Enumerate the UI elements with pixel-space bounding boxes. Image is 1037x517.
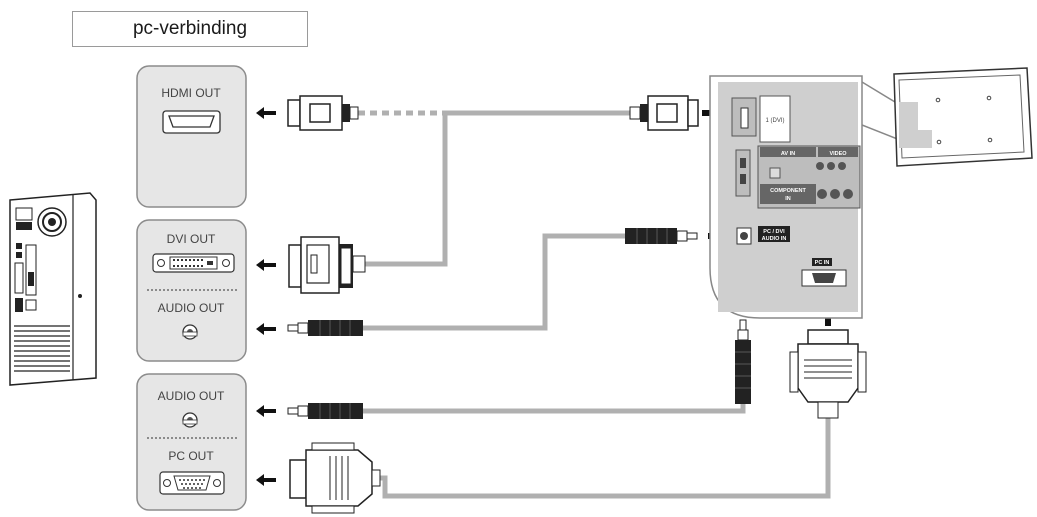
- arrow-left-vga: [256, 474, 276, 486]
- pc-tower: [9, 192, 97, 386]
- component-in-label-2: IN: [785, 196, 791, 202]
- diagram-title: pc-verbinding: [72, 11, 308, 47]
- dvi-out-label: DVI OUT: [167, 232, 216, 246]
- component-in-label-1: COMPONENT: [770, 188, 806, 194]
- left-arrows: [256, 107, 276, 486]
- vga-plug-left: [289, 442, 381, 514]
- cables: [358, 110, 831, 499]
- panel-dvi-audio: DVI OUT AUDIO OUT: [136, 219, 247, 362]
- vga-port-icon: [159, 471, 225, 495]
- panel-hdmi-out: HDMI OUT: [136, 65, 247, 208]
- hdmi-out-label: HDMI OUT: [161, 86, 221, 100]
- tv-thumbnail: [861, 67, 1033, 167]
- hdmi-port-icon: [162, 110, 221, 134]
- pc-dvi-audio-in-label-1: PC / DVI: [763, 229, 785, 235]
- pc-out-label: PC OUT: [168, 449, 214, 463]
- panel-audio-pc: AUDIO OUT PC OUT: [136, 373, 247, 511]
- hdmi-plug-right: [629, 95, 699, 131]
- audio-plug-left-1: [287, 320, 363, 336]
- audio-cable-2: [362, 404, 746, 414]
- pc-in-label: PC IN: [815, 260, 830, 266]
- hdmi-in-label: 1 (DVI): [765, 118, 784, 124]
- arrow-left-audio-2: [256, 405, 276, 417]
- vga-plug-vertical: [789, 329, 867, 419]
- audio-jack-icon-2: [182, 412, 198, 428]
- audio-out-label-2: AUDIO OUT: [158, 389, 225, 403]
- pc-dvi-audio-in-label-2: AUDIO IN: [762, 236, 787, 242]
- audio-plug-left-2: [287, 403, 363, 419]
- av-in-label: AV IN: [781, 151, 795, 157]
- arrow-left-audio-1: [256, 323, 276, 335]
- vga-cable: [375, 418, 831, 499]
- arrow-left-hdmi: [256, 107, 276, 119]
- arrow-left-dvi: [256, 259, 276, 271]
- audio-jack-icon-1: [182, 324, 198, 340]
- audio-plug-vertical: [735, 319, 751, 404]
- video-label: VIDEO: [829, 151, 847, 157]
- audio-plug-right-1: [625, 228, 698, 244]
- tv-rear-panel: 1 (DVI) AV IN VIDEO COMPONENT IN PC / DV…: [709, 75, 863, 319]
- audio-out-label-1: AUDIO OUT: [158, 301, 225, 315]
- dvi-port-icon: [152, 253, 235, 273]
- audio-cable-1: [362, 233, 625, 331]
- dvi-plug-left: [288, 236, 366, 294]
- dvi-cable: [365, 113, 448, 267]
- hdmi-plug-left: [287, 95, 359, 131]
